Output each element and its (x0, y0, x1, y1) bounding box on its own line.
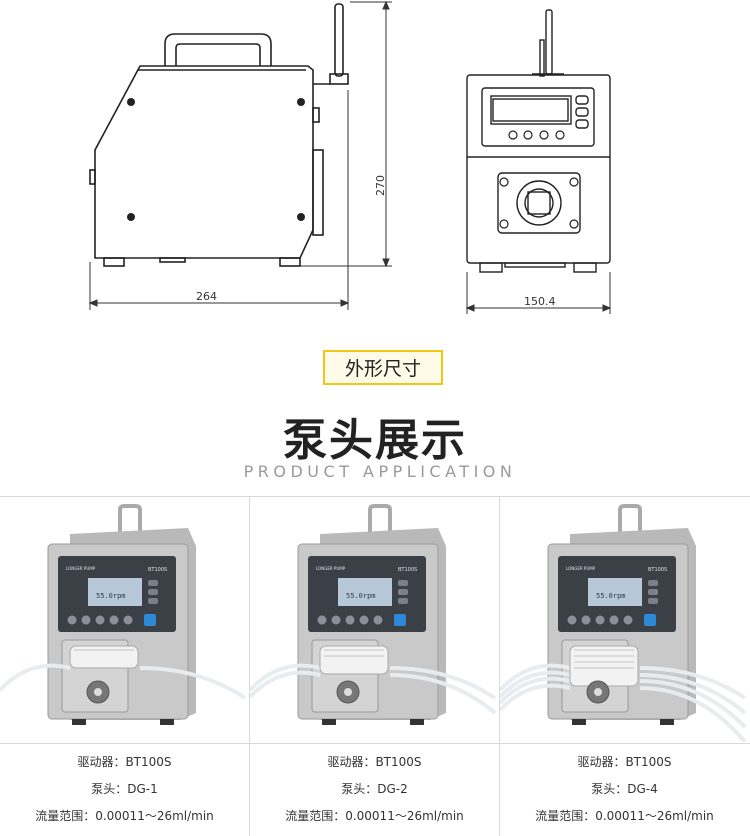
pump-foot (410, 719, 424, 725)
tube-left (250, 670, 321, 699)
run-key (144, 614, 156, 626)
tube-right (389, 666, 497, 700)
pump-head-module (69, 645, 139, 669)
grid-divider (0, 496, 750, 497)
side-key (648, 589, 658, 595)
control-key (109, 615, 119, 625)
brand-label: LONGER PUMP (566, 566, 596, 571)
side-key (398, 580, 408, 586)
control-key (359, 615, 369, 625)
pump-handle (118, 504, 142, 532)
pump-photo: LONGER PUMP BT100S 55.0rpm (250, 504, 497, 725)
control-key (331, 615, 341, 625)
grid-divider (499, 496, 500, 836)
lcd-screen (588, 578, 642, 606)
pump-handle (368, 504, 392, 532)
grid-divider (249, 496, 250, 836)
front-view-drawing: 150.4 (465, 9, 612, 314)
tube-left (500, 676, 571, 705)
control-key (317, 615, 327, 625)
lcd-speed: 55.0rpm (596, 592, 626, 600)
pump-foot (322, 719, 336, 725)
rotor-hub (594, 688, 602, 696)
pump-foot (660, 719, 674, 725)
flow-range-spec: 流量范围：0.00011～26ml/min (535, 809, 714, 823)
driver-spec: 驱动器：BT100S (327, 755, 422, 769)
side-key (398, 589, 408, 595)
pump-head-module (319, 645, 389, 675)
product-card-dg4: LONGER PUMP BT100S 55.0rpm 驱动器：BT100S 泵头：D… (500, 496, 749, 836)
tube-right (639, 666, 747, 700)
pump-head-spec: 泵头：DG-2 (341, 782, 408, 796)
pump-foot (72, 719, 86, 725)
tube-left (500, 663, 571, 692)
side-key (148, 589, 158, 595)
driver-spec: 驱动器：BT100S (577, 755, 672, 769)
pump-photo: LONGER PUMP BT100S 55.0rpm (500, 504, 747, 742)
pump-head-module (569, 645, 639, 687)
rotor-hub (344, 688, 352, 696)
tube-right (139, 666, 247, 700)
model-label: BT100S (148, 567, 167, 573)
tube-right (389, 673, 497, 715)
model-label: BT100S (398, 567, 417, 573)
pump-head-spec: 泵头：DG-1 (91, 782, 158, 796)
rotor-hub (94, 688, 102, 696)
pump-head-spec: 泵头：DG-4 (591, 782, 658, 796)
side-key (648, 580, 658, 586)
control-key (123, 615, 133, 625)
product-card-dg1: LONGER PUMP BT100S 55.0rpm 驱动器：BT100S 泵头：D… (0, 496, 249, 836)
run-key (644, 614, 656, 626)
side-key (648, 598, 658, 604)
lcd-speed: 55.0rpm (346, 592, 376, 600)
tube-left (250, 663, 321, 692)
flow-range-spec: 流量范围：0.00011～26ml/min (35, 809, 214, 823)
side-key (148, 580, 158, 586)
model-label: BT100S (648, 567, 667, 573)
tube-left (500, 670, 571, 699)
section-subtitle: PRODUCT APPLICATION (243, 462, 517, 481)
tube-right (639, 679, 747, 729)
control-key (373, 615, 383, 625)
front-width-dimension-label: 150.4 (524, 295, 556, 308)
pump-handle (618, 504, 642, 532)
brand-label: LONGER PUMP (316, 566, 346, 571)
product-grid: LONGER PUMP BT100S 55.0rpm 驱动器：BT100S 泵头：D… (0, 496, 750, 836)
section-title: 泵头展示 (283, 415, 467, 466)
tube-left (500, 683, 571, 712)
tube-left (0, 663, 71, 692)
side-key (148, 598, 158, 604)
lcd-speed: 55.0rpm (96, 592, 126, 600)
control-key (345, 615, 355, 625)
pump-foot (160, 719, 174, 725)
flow-range-spec: 流量范围：0.00011～26ml/min (285, 809, 464, 823)
control-key (609, 615, 619, 625)
dimensions-badge: 外形尺寸 (323, 350, 443, 385)
dimension-drawings: 264 270 (0, 0, 750, 330)
side-view-drawing: 264 270 (88, 0, 392, 310)
control-key (581, 615, 591, 625)
run-key (394, 614, 406, 626)
control-key (81, 615, 91, 625)
width-dimension-label: 264 (196, 290, 217, 303)
control-key (95, 615, 105, 625)
tube-right (639, 686, 747, 742)
product-card-dg2: LONGER PUMP BT100S 55.0rpm 驱动器：BT100S 泵头：D… (250, 496, 499, 836)
tube-right (639, 673, 747, 715)
grid-divider (0, 743, 750, 744)
side-key (398, 598, 408, 604)
brand-label: LONGER PUMP (66, 566, 96, 571)
lcd-screen (338, 578, 392, 606)
pump-foot (572, 719, 586, 725)
pump-photo: LONGER PUMP BT100S 55.0rpm (0, 504, 247, 725)
control-key (67, 615, 77, 625)
height-dimension-label: 270 (374, 175, 387, 196)
control-key (623, 615, 633, 625)
control-key (595, 615, 605, 625)
control-key (567, 615, 577, 625)
driver-spec: 驱动器：BT100S (77, 755, 172, 769)
lcd-screen (88, 578, 142, 606)
